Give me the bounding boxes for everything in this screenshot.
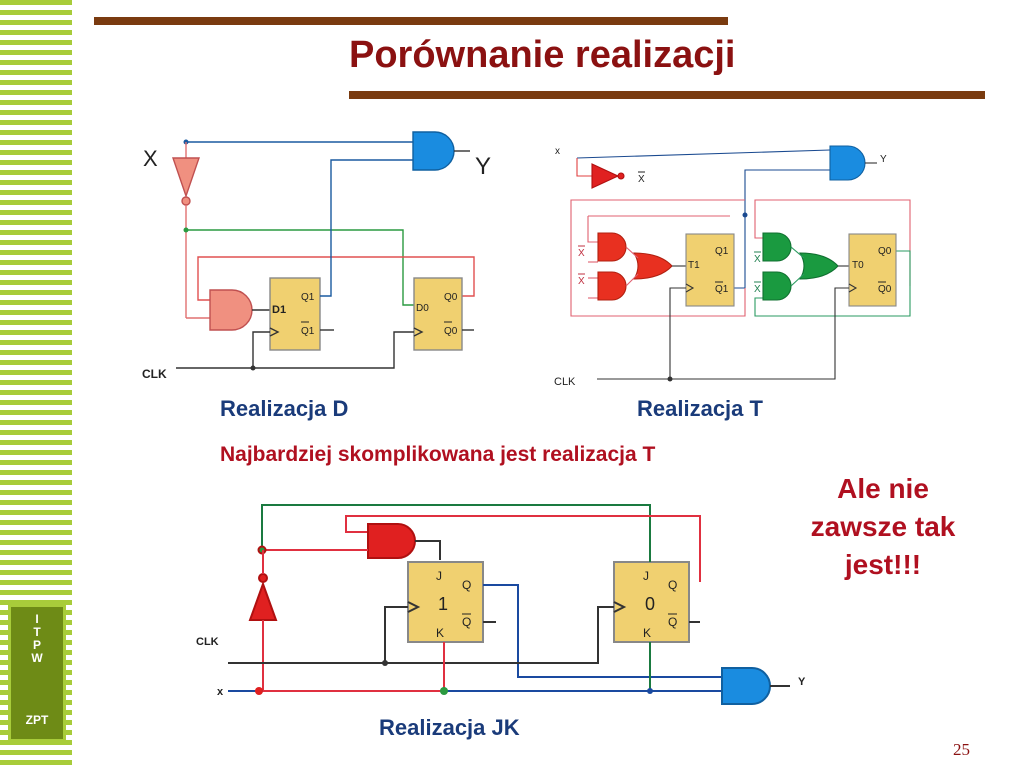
t-label-q0: Q0 <box>878 246 892 257</box>
t-label-clk: CLK <box>554 376 576 388</box>
title-bottom-rule <box>349 91 985 99</box>
t-label-q1: Q1 <box>715 246 729 257</box>
comment-text: Najbardziej skomplikowana jest realizacj… <box>220 443 656 466</box>
d-label-q1: Q1 <box>301 292 315 303</box>
and-gate-pink <box>209 289 253 331</box>
t-label-t1: T1 <box>688 260 700 271</box>
d-label-d0: D0 <box>416 303 429 314</box>
jk-label-y: Y <box>798 676 806 688</box>
d-label-x: X <box>143 146 158 171</box>
diagram-d <box>172 131 475 371</box>
jk-label-k0: K <box>643 626 651 640</box>
jk-label-j0: J <box>643 569 649 583</box>
t-label-x: x <box>555 146 560 157</box>
jk-label-x: x <box>217 686 224 698</box>
title-top-rule <box>94 17 728 25</box>
badge-zpt: ZPT <box>25 713 49 727</box>
diagram-t <box>570 145 911 382</box>
jk-label-q1: Q <box>462 578 471 592</box>
badge-letter: I <box>35 612 39 626</box>
badge-letter: W <box>31 651 43 665</box>
and-gate-jk-out <box>721 667 771 705</box>
t-label-xbar: X <box>638 174 645 185</box>
d-label-q1n: Q1 <box>301 326 315 337</box>
d-label-clk: CLK <box>142 367 167 381</box>
callout-line: Ale nie <box>837 473 929 504</box>
caption-t: Realizacja T <box>637 396 763 421</box>
and-gate-jk <box>367 523 416 559</box>
t-label-q1n: Q1 <box>715 284 729 295</box>
d-label-q0: Q0 <box>444 292 458 303</box>
sidebar-badge: I T P W ZPT <box>8 604 66 742</box>
jk-label-q0n: Q <box>668 615 677 629</box>
callout-line: zawsze tak <box>810 511 956 542</box>
t-label-t0: T0 <box>852 260 864 271</box>
d-label-y: Y <box>475 153 491 180</box>
d-label-q0n: Q0 <box>444 326 458 337</box>
page-title: Porównanie realizacji <box>349 34 736 76</box>
t-label-gx2: X <box>578 276 585 287</box>
flipflop-jk0 <box>613 561 690 643</box>
page-number: 25 <box>953 740 970 759</box>
callout-text: Ale nie zawsze tak jest!!! <box>790 470 976 584</box>
jk-label-q1n: Q <box>462 615 471 629</box>
t-label-y: Y <box>880 154 887 165</box>
caption-d: Realizacja D <box>220 396 349 421</box>
t-label-q0n: Q0 <box>878 284 892 295</box>
diagram-jk <box>228 504 790 705</box>
and-gate-blue <box>412 131 455 171</box>
jk-label-j1: J <box>436 569 442 583</box>
jk-label-q0: Q <box>668 578 677 592</box>
flipflop-d1 <box>269 277 321 351</box>
flipflop-jk1 <box>407 561 484 643</box>
jk-label-clk: CLK <box>196 636 219 648</box>
badge-letter: P <box>32 638 41 652</box>
jk-label-state1: 1 <box>438 594 448 614</box>
t-label-gx1: X <box>578 248 585 259</box>
callout-line: jest!!! <box>844 549 922 580</box>
jk-label-k1: K <box>436 626 444 640</box>
t-label-gx4: X <box>754 284 761 295</box>
d-label-d1: D1 <box>272 304 286 316</box>
jk-label-state0: 0 <box>645 594 655 614</box>
caption-jk: Realizacja JK <box>379 715 520 740</box>
badge-letter: T <box>33 625 41 639</box>
flipflop-d0 <box>413 277 463 351</box>
t-label-gx3: X <box>754 254 761 265</box>
